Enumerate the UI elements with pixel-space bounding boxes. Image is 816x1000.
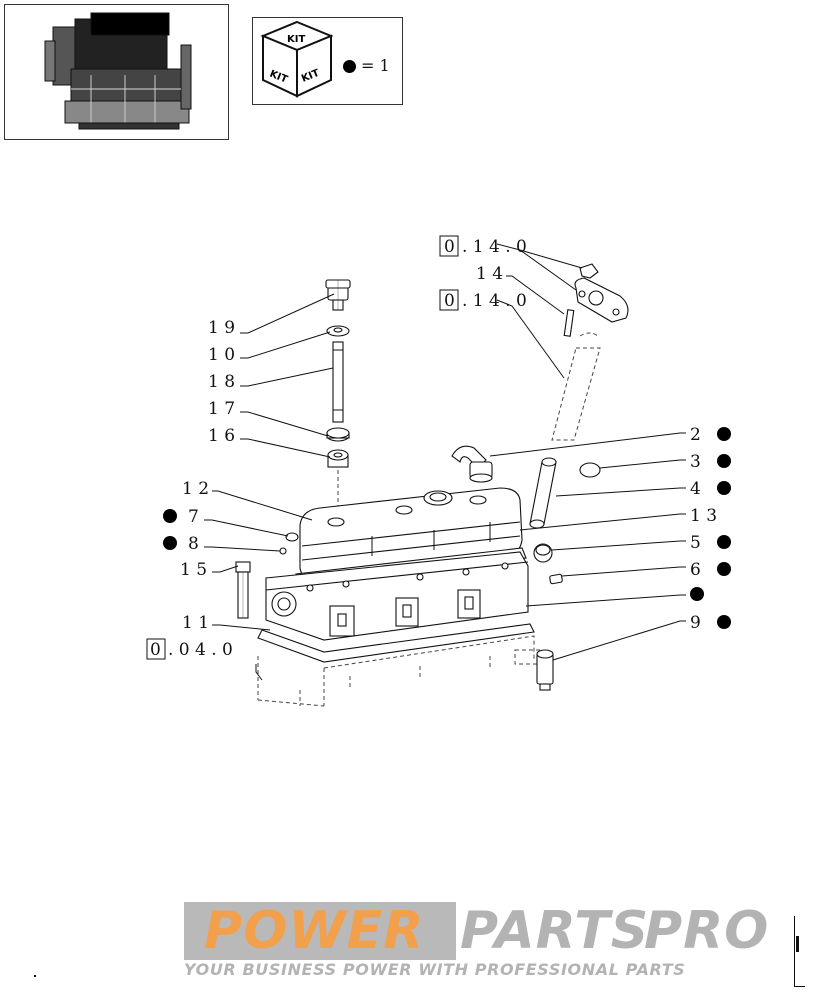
- part-plug-9: [536, 649, 554, 691]
- ref-0040-prefix: 0: [150, 640, 161, 660]
- engine-thumbnail-icon: [44, 12, 192, 130]
- kit-dot-icon: [717, 427, 731, 441]
- kit-equals-text: = 1: [361, 56, 390, 75]
- callout-4: 4: [690, 479, 701, 499]
- engine-thumbnail-frame: [4, 4, 229, 140]
- callout-10: 1 0: [208, 345, 235, 365]
- part-injector-assembly: [551, 263, 629, 441]
- ref-box-0040: 0 . 0 4 . 0: [146, 638, 233, 660]
- page-dot-mark: [34, 975, 36, 977]
- callout-3: 3: [690, 452, 701, 472]
- page-corner-mark: [794, 916, 805, 987]
- callout-14: 1 4: [476, 264, 503, 284]
- kit-dot-icon: [690, 587, 704, 601]
- callout-18: 1 8: [208, 372, 235, 392]
- part-seal-7: [285, 532, 299, 542]
- logo-pro-text: PRO: [644, 901, 770, 961]
- part-cylinder-head-11: [265, 551, 529, 641]
- callout-13: 1 3: [690, 506, 717, 526]
- part-washer-17: [326, 427, 350, 442]
- part-plug-5: [533, 543, 553, 563]
- part-ring-8: [279, 547, 287, 555]
- callout-9: 9: [690, 613, 701, 633]
- logo-power-text: POWER: [204, 901, 425, 961]
- callout-15: 1 5: [180, 560, 207, 580]
- callout-8: 8: [188, 534, 199, 554]
- callout-12: 1 2: [182, 479, 209, 499]
- part-nut-16: [327, 449, 349, 468]
- kit-legend-label: = 1: [343, 56, 390, 75]
- kit-dot-icon: [717, 562, 731, 576]
- ref-box-0140-mid: 0 . 1 4 . 0: [439, 289, 527, 311]
- callout-6: 6: [690, 560, 701, 580]
- callout-11: 1 1: [182, 613, 209, 633]
- ref-0140-top-prefix: 0: [444, 237, 455, 257]
- ref-0140-mid-rest: . 1 4 . 0: [462, 291, 527, 311]
- leader-lines: [204, 243, 686, 681]
- ref-box-0140-top: 0 . 1 4 . 0: [439, 235, 527, 257]
- kit-dot-icon: [717, 615, 731, 629]
- kit-dot-icon: [717, 454, 731, 468]
- ref-0140-mid-prefix: 0: [444, 291, 455, 311]
- kit-legend: KIT KIT KIT = 1: [252, 17, 403, 105]
- part-washer-10: [326, 325, 350, 337]
- ref-0040-rest: . 0 4 . 0: [168, 640, 233, 660]
- part-stud-18: [332, 341, 344, 423]
- callout-2: 2: [690, 425, 701, 445]
- part-bolt-19: [325, 279, 351, 311]
- kit-dot-icon: [717, 481, 731, 495]
- part-sleeve-4: [529, 457, 557, 529]
- page-bar-mark: [796, 936, 799, 952]
- kit-top-text: KIT: [287, 34, 305, 45]
- kit-dot-icon: [163, 536, 177, 550]
- callout-5: 5: [690, 533, 701, 553]
- ref-0140-top-rest: . 1 4 . 0: [462, 237, 527, 257]
- callout-16: 1 6: [208, 426, 235, 446]
- callout-17: 1 7: [208, 399, 235, 419]
- logo-tagline: YOUR BUSINESS POWER WITH PROFESSIONAL PA…: [184, 960, 686, 979]
- callout-19: 1 9: [208, 318, 235, 338]
- power-parts-pro-logo: POWER PARTS PRO YOUR BUSINESS POWER WITH…: [184, 900, 806, 990]
- part-plug-6: [549, 573, 563, 585]
- part-seal-3: [579, 462, 601, 478]
- part-breather-pipe-2: [451, 445, 493, 483]
- part-head-gasket: [257, 623, 535, 663]
- logo-power-background: [184, 902, 456, 960]
- kit-cube-icon: KIT KIT KIT: [260, 20, 334, 98]
- part-bolt-15: [235, 561, 251, 619]
- logo-parts-text: PARTS: [460, 901, 650, 961]
- callout-7: 7: [188, 507, 199, 527]
- kit-dot-icon: [343, 60, 356, 73]
- kit-dot-icon: [163, 509, 177, 523]
- callout-labels: 1 9 1 0 1 8 1 7 1 6 1 2 7 8 1 5 1 1 1 4 …: [163, 264, 731, 633]
- kit-dot-icon: [717, 535, 731, 549]
